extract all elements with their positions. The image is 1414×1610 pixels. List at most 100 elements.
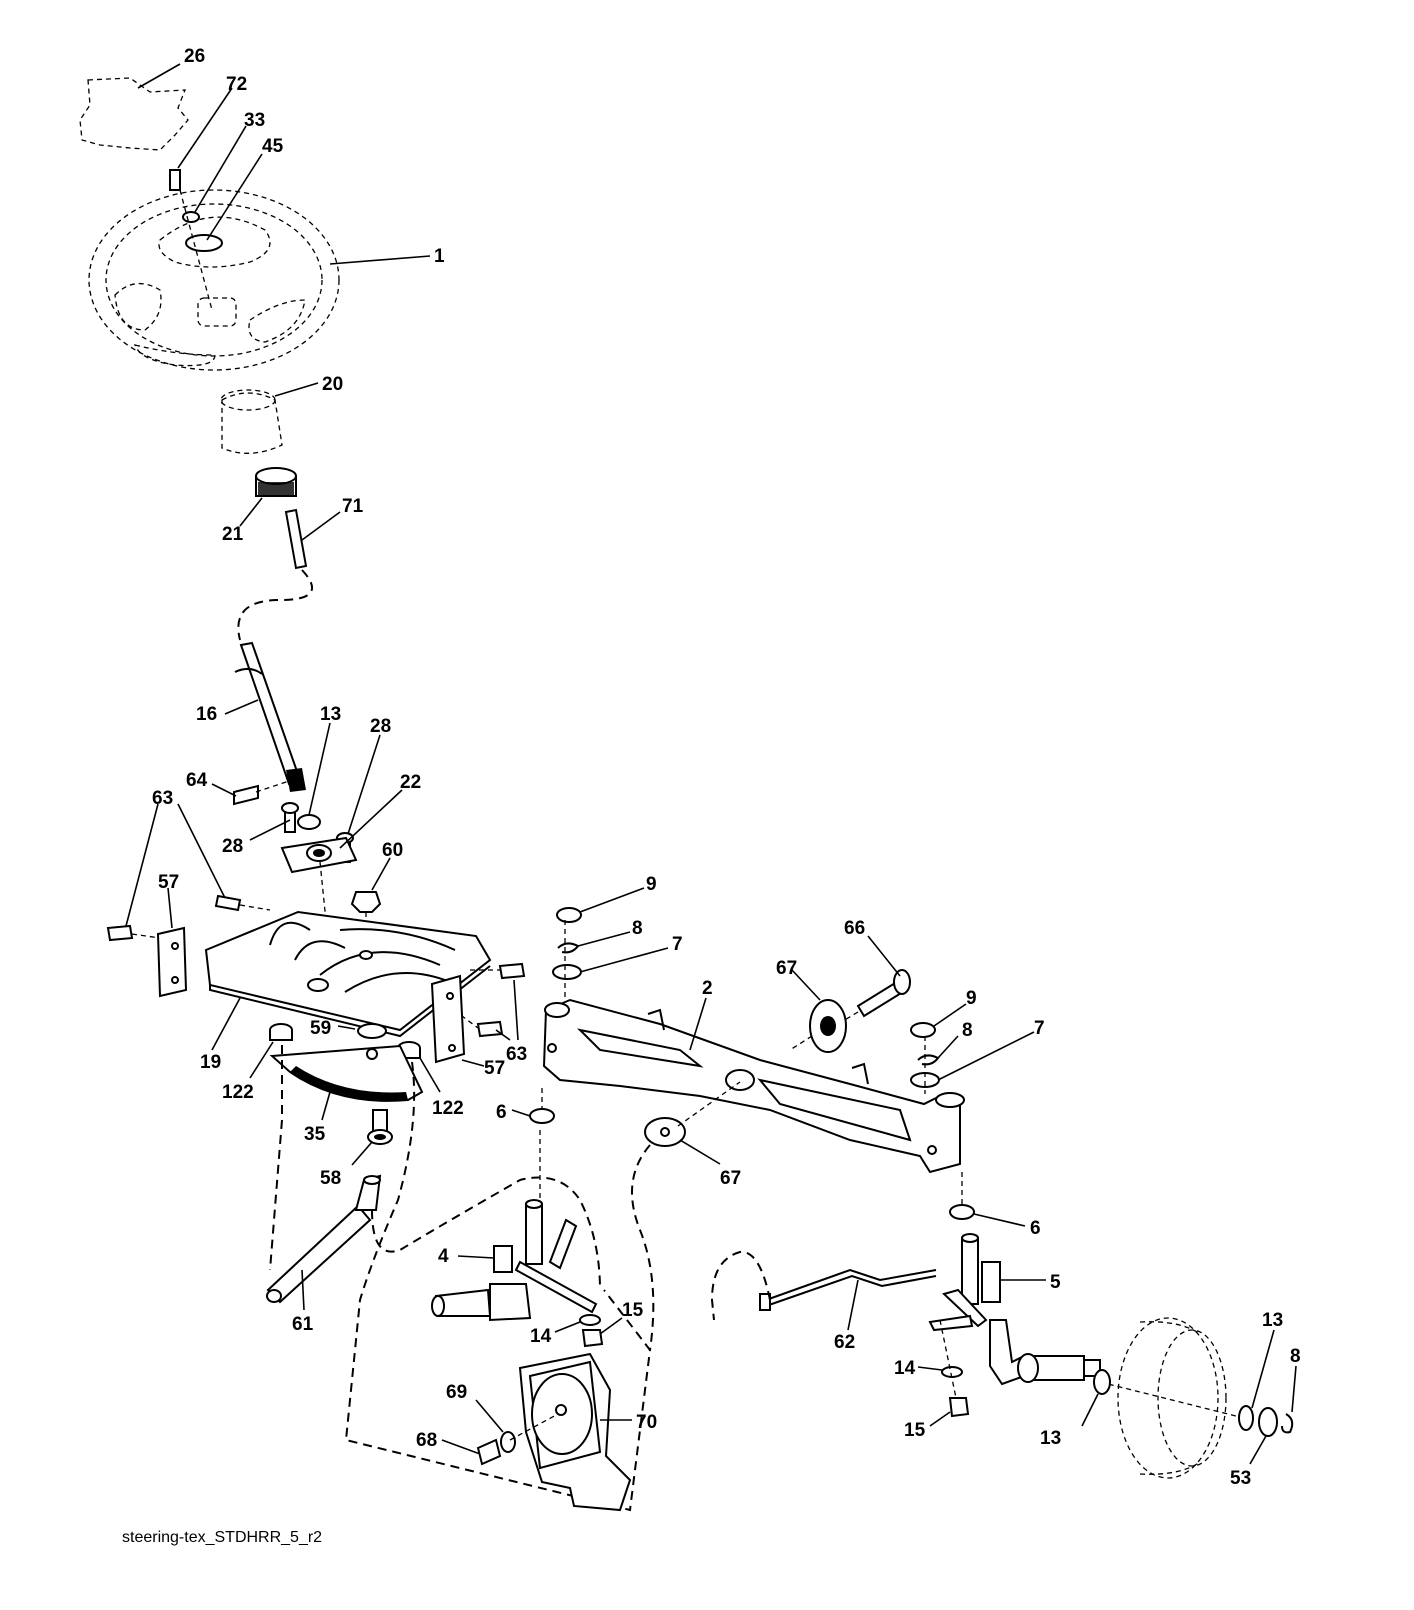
washer-part-14-right [917, 1366, 963, 1378]
washer-part-69 [475, 1399, 516, 1453]
callout-26: 26 [184, 46, 205, 67]
callout-5: 5 [1050, 1272, 1061, 1293]
bushing-part-21 [239, 467, 297, 527]
callout-122-right: 122 [432, 1098, 464, 1119]
diagram-caption: steering-tex_STDHRR_5_r2 [122, 1529, 322, 1546]
callout-35: 35 [304, 1124, 326, 1145]
callout-20: 20 [322, 374, 343, 395]
callout-53: 53 [1230, 1468, 1251, 1489]
callout-9-right: 9 [966, 988, 977, 1009]
boot-part-20 [220, 382, 319, 454]
bolt-part-63-left [106, 803, 271, 942]
callout-63-left: 63 [152, 788, 173, 809]
callout-7-right: 7 [1034, 1018, 1045, 1039]
callout-13-top: 13 [320, 704, 341, 725]
bolt-part-72 [169, 87, 233, 191]
callout-14-left: 14 [530, 1326, 552, 1347]
callout-21: 21 [222, 524, 244, 545]
callout-59: 59 [310, 1018, 331, 1039]
washer-part-13-top [297, 722, 331, 830]
bolt-part-68 [441, 1413, 559, 1466]
callout-2: 2 [702, 978, 713, 999]
bushing-part-122-left [249, 1023, 293, 1079]
callout-9-left: 9 [646, 874, 657, 895]
bearing-part-6-right [949, 1204, 1026, 1227]
sector-gear-part-35 [269, 1044, 424, 1121]
pinion-part-58 [351, 1109, 393, 1166]
callout-72: 72 [226, 74, 247, 95]
bolt-part-28-left [249, 802, 299, 841]
clip-part-64 [211, 779, 293, 806]
callout-67-bottom: 67 [720, 1168, 741, 1189]
nut-part-15-right [929, 1397, 970, 1427]
steering-wheel-part-1 [88, 189, 431, 371]
cap-part-9-left [556, 887, 645, 923]
washer-part-13-outer [1238, 1329, 1275, 1431]
callout-122-left: 122 [222, 1082, 254, 1103]
callout-22: 22 [400, 772, 421, 793]
callout-6-right: 6 [1030, 1218, 1041, 1239]
cap-part-45 [185, 153, 263, 252]
wheel [1099, 1317, 1245, 1479]
callout-28-left: 28 [222, 836, 243, 857]
callout-4: 4 [438, 1246, 449, 1267]
callout-8-axle: 8 [1290, 1346, 1301, 1367]
clip-part-8-left [557, 931, 631, 954]
decal-part-26 [79, 63, 189, 151]
callout-33: 33 [244, 110, 265, 131]
callout-71: 71 [342, 496, 364, 517]
clip-part-8-axle [1281, 1365, 1297, 1434]
washer-part-14-left [554, 1314, 601, 1333]
callout-8-right: 8 [962, 1020, 973, 1041]
steering-shaft-part-16 [224, 641, 306, 792]
callout-60: 60 [382, 840, 403, 861]
callout-15-left: 15 [622, 1300, 644, 1321]
callout-61: 61 [292, 1314, 314, 1335]
callout-66: 66 [844, 918, 865, 939]
callout-14-right: 14 [894, 1358, 916, 1379]
washer-part-13-axle [1081, 1369, 1111, 1427]
callout-13-axle: 13 [1040, 1428, 1061, 1449]
callout-16: 16 [196, 704, 217, 725]
nut-part-15-left [581, 1317, 623, 1348]
callout-57-left: 57 [158, 872, 179, 893]
washer-part-33 [182, 125, 247, 223]
bracket-part-57-right [430, 974, 485, 1067]
callout-69: 69 [446, 1382, 467, 1403]
bearing-part-22 [280, 789, 403, 874]
callout-64: 64 [186, 770, 208, 791]
front-axle-part-2 [542, 997, 965, 1174]
callout-67-top: 67 [776, 958, 797, 979]
support-plate-part-19 [204, 910, 492, 1051]
bolt-part-63-right [453, 962, 526, 1041]
spindle-part-5 [928, 1233, 1101, 1386]
washer-part-53 [1249, 1407, 1278, 1465]
callout-70: 70 [636, 1412, 657, 1433]
bracket-part-57-left [156, 887, 188, 998]
callout-19: 19 [200, 1052, 221, 1073]
pivot-washer-part-67-top [789, 969, 847, 1053]
callout-1: 1 [434, 246, 445, 267]
clip-part-8-right [917, 1035, 959, 1066]
callout-28-right: 28 [370, 716, 391, 737]
callout-6-left: 6 [496, 1102, 507, 1123]
pivot-washer-part-67-bottom [644, 1081, 741, 1165]
drag-link-part-61 [266, 1174, 601, 1311]
cap-part-9-right [910, 1003, 967, 1038]
callout-15-right: 15 [904, 1420, 926, 1441]
washer-part-7-left [552, 947, 669, 980]
tie-rod-part-62 [710, 1250, 937, 1331]
callout-8-left: 8 [632, 918, 643, 939]
callout-13-outer: 13 [1262, 1310, 1283, 1331]
callout-62: 62 [834, 1332, 855, 1353]
callout-7-left: 7 [672, 934, 683, 955]
washer-part-59 [337, 1023, 387, 1039]
callout-45: 45 [262, 136, 284, 157]
callout-68: 68 [416, 1430, 437, 1451]
callout-57-right: 57 [484, 1058, 505, 1079]
pin-part-71 [284, 508, 341, 570]
nut-part-60 [350, 857, 391, 913]
spindle-part-4 [431, 1199, 598, 1322]
bolt-part-66 [837, 935, 911, 1025]
